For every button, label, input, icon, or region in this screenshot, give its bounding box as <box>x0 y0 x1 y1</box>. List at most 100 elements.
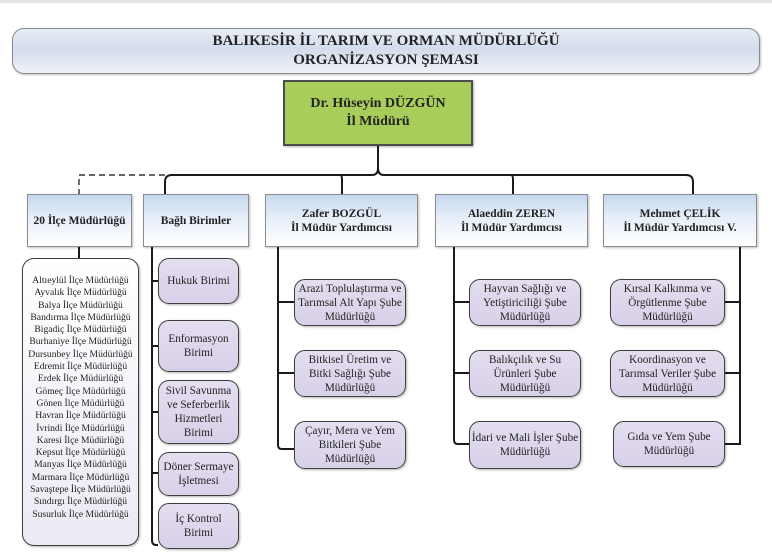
sub-unit-kirsal-kalkinma[interactable]: Kırsal Kalkınma ve Örgütlenme Şube Müdür… <box>610 279 725 326</box>
sub-unit-line: Bitkisel Üretim ve <box>308 353 392 366</box>
sub-unit-cayir-mera[interactable]: Çayır, Mera ve Yem Bitkileri Şube Müdürl… <box>294 421 406 469</box>
unit-person-title: İl Müdür Yardımcısı <box>291 221 392 234</box>
sub-unit-line: Bitkileri Şube <box>318 439 382 451</box>
unit-person-title: İl Müdür Yardımcısı <box>461 221 562 234</box>
unit-person-name: Mehmet ÇELİK <box>639 207 721 220</box>
sub-unit-hayvan-sagligi[interactable]: Hayvan Sağlığı ve Yetiştiriciliği Şube M… <box>469 279 581 326</box>
connector-dashed-ilce <box>78 174 165 194</box>
district-directorate-item[interactable]: İvrindi İlçe Müdürlüğü <box>36 422 125 434</box>
director-title: İl Müdürü <box>346 114 410 129</box>
district-directorate-item[interactable]: Burhaniye İlçe Müdürlüğü <box>29 336 132 348</box>
connector-alaeddin-spine <box>453 245 470 445</box>
sub-unit-balikcilik[interactable]: Balıkçılık ve Su Ürünleri Şube Müdürlüğü <box>469 350 581 397</box>
unit-title: 20 İlçe Müdürlüğü <box>33 214 126 227</box>
sub-unit-gida-yem[interactable]: Gıda ve Yem Şube Müdürlüğü <box>613 421 725 467</box>
sub-unit-line: Balıkçılık ve Su <box>488 353 562 366</box>
sub-unit-line: Tarımsal Alt Yapı Şube <box>298 296 402 309</box>
sub-unit-line: Enformasyon <box>168 333 229 345</box>
sub-unit-line: Döner Sermaye <box>163 461 234 473</box>
sub-unit-line: Birimi <box>183 347 214 359</box>
sub-unit-line: Ürünleri Şube <box>493 367 557 380</box>
sub-unit-line: İşletmesi <box>178 475 219 487</box>
district-directorate-item[interactable]: Havran İlçe Müdürlüğü <box>35 410 126 422</box>
sub-unit-bitkisel-uretim[interactable]: Bitkisel Üretim ve Bitki Sağlığı Şube Mü… <box>294 350 406 397</box>
sub-unit-line: Sivil Savunma <box>165 385 232 397</box>
sub-unit-line: İç Kontrol <box>175 513 222 525</box>
district-directorate-item[interactable]: Dursunbey İlçe Müdürlüğü <box>28 348 133 360</box>
district-directorate-item[interactable]: Balya İlçe Müdürlüğü <box>38 299 123 311</box>
sub-unit-line: Müdürlüğü <box>643 445 695 457</box>
sub-unit-sivil-savunma[interactable]: Sivil Savunma ve Seferberlik Hizmetleri … <box>158 380 239 444</box>
chart-title-line1: BALIKESİR İL TARIM VE ORMAN MÜDÜRLÜĞÜ <box>212 33 560 49</box>
sub-unit-line: Müdürlüğü <box>499 446 551 458</box>
connector-bagli-spine <box>151 245 158 546</box>
sub-unit-line: ve Seferberlik <box>166 399 231 411</box>
connector-director-right <box>377 167 385 176</box>
connector-bus-left <box>164 174 372 194</box>
sub-unit-enformasyon[interactable]: Enformasyon Birimi <box>158 320 239 372</box>
district-directorate-item[interactable]: Bandırma İlçe Müdürlüğü <box>30 311 131 323</box>
sub-unit-line: Yetiştiriciliği Şube <box>483 296 567 309</box>
district-directorate-item[interactable]: Marmara İlçe Müdürlüğü <box>31 471 130 483</box>
district-directorate-item[interactable]: Gömeç İlçe Müdürlüğü <box>35 385 126 397</box>
unit-person-title: İl Müdür Yardımcısı V. <box>623 221 737 234</box>
director-name: Dr. Hüseyin DÜZGÜN <box>310 96 446 111</box>
unit-box-zafer-bozgul[interactable]: Zafer BOZGÜL İl Müdür Yardımcısı <box>265 194 418 247</box>
sub-unit-line: Birimi <box>183 427 214 439</box>
sub-unit-line: Müdürlüğü <box>324 453 376 465</box>
district-directorate-item[interactable]: Susurluk İlçe Müdürlüğü <box>32 508 129 520</box>
unit-person-name: Zafer BOZGÜL <box>301 207 382 220</box>
district-directorate-item[interactable]: Manyas İlçe Müdürlüğü <box>34 459 127 471</box>
unit-box-bagli-birimler[interactable]: Bağlı Birimler <box>143 194 249 247</box>
unit-box-mehmet-celik[interactable]: Mehmet ÇELİK İl Müdür Yardımcısı V. <box>603 194 757 247</box>
sub-unit-line: Koordinasyon ve <box>629 353 706 366</box>
sub-unit-line: Gıda ve Yem Şube <box>627 431 711 443</box>
connector-drop-alaeddin <box>510 174 514 194</box>
district-directorate-item[interactable]: Sındırgı İlçe Müdürlüğü <box>33 496 128 508</box>
connector-bus-right <box>384 174 694 194</box>
connector-mehmet-spine <box>725 245 741 445</box>
sub-unit-hukuk[interactable]: Hukuk Birimi <box>158 258 239 304</box>
unit-title: Bağlı Birimler <box>160 214 232 227</box>
sub-unit-line: İdari ve Mali İşler Şube <box>471 432 579 444</box>
sub-unit-koordinasyon[interactable]: Koordinasyon ve Tarımsal Veriler Şube Mü… <box>610 350 725 397</box>
district-directorate-item[interactable]: Erdek İlçe Müdürlüğü <box>37 373 124 385</box>
sub-unit-ic-kontrol[interactable]: İç Kontrol Birimi <box>158 503 239 549</box>
sub-unit-line: Müdürlüğü <box>324 310 376 323</box>
top-edge-strip <box>0 0 772 3</box>
sub-unit-line: Tarımsal Veriler Şube <box>618 367 717 380</box>
sub-unit-line: Hukuk Birimi <box>167 275 230 287</box>
sub-unit-idari-mali[interactable]: İdari ve Mali İşler Şube Müdürlüğü <box>469 421 581 469</box>
district-directorate-item[interactable]: Kepsut İlçe Müdürlüğü <box>35 447 126 459</box>
director-box[interactable]: Dr. Hüseyin DÜZGÜN İl Müdürü <box>283 80 473 146</box>
sub-unit-line: Müdürlüğü <box>499 381 551 394</box>
district-directorate-item[interactable]: Gönen İlçe Müdürlüğü <box>36 397 125 409</box>
connector-director <box>371 142 379 176</box>
district-directorate-item[interactable]: Altıeylül İlçe Müdürlüğü <box>32 275 129 286</box>
sub-unit-line: Hizmetleri <box>174 413 223 425</box>
connector-zafer-spine <box>277 245 294 450</box>
sub-unit-line: Kırsal Kalkınma ve <box>623 282 712 295</box>
sub-unit-line: Müdürlüğü <box>499 310 551 323</box>
unit-box-alaeddin-zeren[interactable]: Alaeddin ZEREN İl Müdür Yardımcısı <box>435 194 588 247</box>
unit-box-ilce-mudurlukleri[interactable]: 20 İlçe Müdürlüğü <box>27 194 132 247</box>
sub-unit-line: Bitki Sağlığı Şube <box>308 367 392 380</box>
district-directorate-item[interactable]: Ayvalık İlçe Müdürlüğü <box>34 287 127 299</box>
district-directorate-item[interactable]: Edremit İlçe Müdürlüğü <box>33 361 128 373</box>
chart-title-banner: BALIKESİR İL TARIM VE ORMAN MÜDÜRLÜĞÜ OR… <box>12 28 760 74</box>
district-directorate-item[interactable]: Bigadiç İlçe Müdürlüğü <box>34 324 127 336</box>
sub-unit-line: Müdürlüğü <box>324 381 376 394</box>
district-directorate-item[interactable]: Karesi İlçe Müdürlüğü <box>36 434 125 446</box>
district-directorate-item[interactable]: Savaştepe İlçe Müdürlüğü <box>30 484 131 496</box>
sub-unit-line: Örgütlenme Şube <box>628 296 707 309</box>
sub-unit-arazi-toplulastirma[interactable]: Arazi Toplulaştırma ve Tarımsal Alt Yapı… <box>294 279 406 326</box>
sub-unit-line: Müdürlüğü <box>642 310 693 323</box>
sub-unit-doner-sermaye[interactable]: Döner Sermaye İşletmesi <box>158 452 239 496</box>
unit-person-name: Alaeddin ZEREN <box>467 207 556 220</box>
sub-unit-line: Hayvan Sağlığı ve <box>483 282 567 295</box>
chart-title-line2: ORGANİZASYON ŞEMASI <box>293 52 479 68</box>
sub-unit-line: Çayır, Mera ve Yem <box>305 425 395 437</box>
connector-drop-zafer <box>339 174 343 194</box>
